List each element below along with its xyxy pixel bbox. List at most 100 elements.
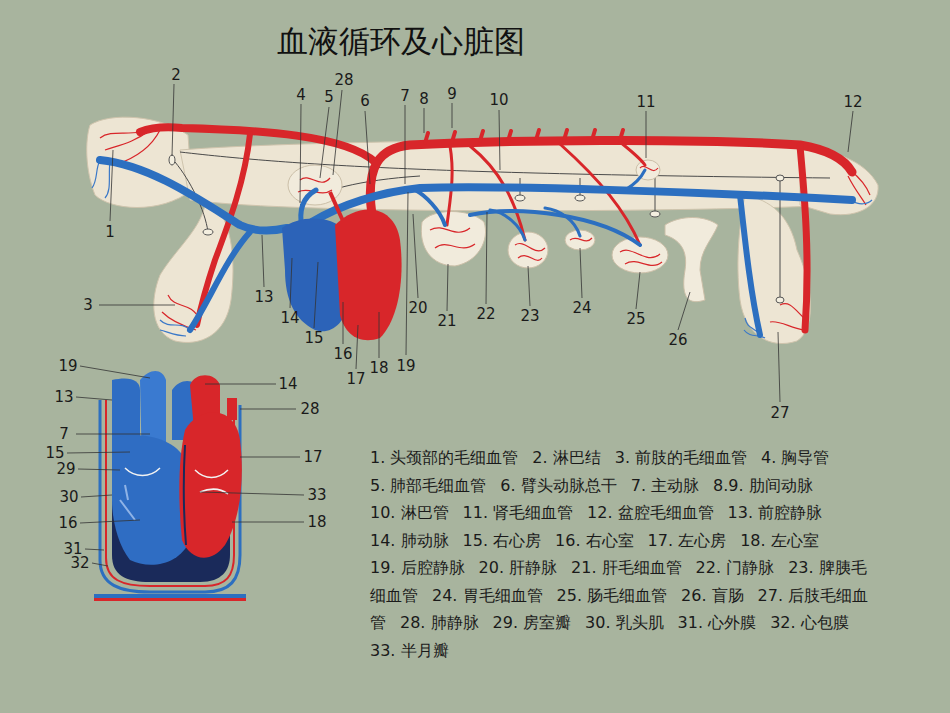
callout-number: 15 (304, 331, 323, 346)
leader-line (67, 366, 150, 566)
base-plate (94, 598, 246, 601)
callout-number: 28 (334, 73, 353, 88)
key-entry: 30. 乳头肌 (585, 613, 664, 632)
portal-vein (470, 211, 640, 245)
callout-number: 16 (333, 347, 352, 362)
callout-number: 12 (843, 95, 862, 110)
callout-number: 9 (447, 87, 457, 102)
leader-line (200, 384, 304, 522)
key-entry: 8.9. 肋间动脉 (713, 476, 813, 495)
key-entry: 31. 心外膜 (678, 613, 757, 632)
capillary (640, 166, 658, 170)
capillary (770, 304, 806, 330)
capillary (620, 250, 662, 265)
callout-number: 28 (300, 402, 319, 417)
callout-number: 10 (489, 93, 508, 108)
key-text: 1. 头颈部的毛细血管2. 淋巴结3. 前肢的毛细血管4. 胸导管5. 肺部毛细… (370, 444, 882, 664)
lymph-node (203, 229, 213, 235)
brachiocephalic-trunk (140, 127, 375, 162)
lymph-node (650, 211, 660, 217)
leader-lines (99, 84, 853, 402)
liver (421, 212, 485, 267)
callout-number: 31 (63, 542, 82, 557)
key-entry: 5. 肺部毛细血管 (370, 476, 486, 495)
lymph-vessel (180, 152, 830, 178)
leader-lines (67, 366, 304, 566)
callout-number: 24 (572, 301, 591, 316)
callout-number: 19 (396, 359, 415, 374)
key-entry: 15. 右心房 (463, 531, 542, 550)
septum (184, 445, 186, 545)
callout-number: 6 (360, 94, 370, 109)
key-entry: 26. 盲肠 (681, 586, 744, 605)
key-entry: 12. 盆腔毛细血管 (587, 503, 714, 522)
callout-number: 14 (280, 311, 299, 326)
key-entry: 18. 左心室 (740, 531, 819, 550)
caecum (665, 218, 718, 302)
callout-number: 21 (437, 314, 456, 329)
key-entry: 22. 门静脉 (696, 558, 775, 577)
key-entry: 2. 淋巴结 (532, 448, 600, 467)
key-entry: 4. 胸导管 (761, 448, 829, 467)
key-entry: 28. 肺静脉 (400, 613, 479, 632)
valves (125, 468, 228, 494)
callout-number: 3 (83, 298, 93, 313)
mesenteric-artery (560, 144, 640, 245)
key-entry: 33. 半月瓣 (370, 641, 449, 660)
key-entry: 25. 肠毛细血管 (557, 586, 668, 605)
callout-number: 30 (59, 490, 78, 505)
pulmonary-veins (227, 398, 237, 420)
renal-vein (625, 170, 645, 190)
callout-number: 23 (520, 309, 539, 324)
lymph-node (776, 297, 784, 303)
hepatic-vein (415, 190, 445, 225)
callout-number: 16 (58, 516, 77, 531)
portal-tributary (490, 208, 580, 240)
lymph-node (776, 175, 784, 181)
lymph-node (575, 195, 585, 201)
callout-number: 7 (400, 89, 410, 104)
capillary (160, 320, 190, 336)
heart (282, 209, 402, 340)
callout-number: 17 (346, 372, 365, 387)
callout-number: 18 (369, 361, 388, 376)
key-entry: 6. 臂头动脉总干 (500, 476, 616, 495)
key-entry: 19. 后腔静脉 (370, 558, 465, 577)
key-entry: 24. 胃毛细血管 (432, 586, 543, 605)
callout-number: 15 (45, 446, 64, 461)
aorta (370, 140, 852, 215)
key-entry: 16. 右心室 (555, 531, 634, 550)
callout-number: 17 (303, 450, 322, 465)
callout-number: 27 (770, 406, 789, 421)
hindlimb-vein (740, 195, 760, 335)
lymph-node (169, 155, 175, 165)
anterior-vena-cava (100, 160, 287, 231)
callout-number: 7 (59, 427, 69, 442)
key-entry: 32. 心包膜 (770, 613, 849, 632)
left-chambers (179, 412, 242, 557)
key-entry: 17. 左心房 (648, 531, 727, 550)
left-heart (335, 209, 402, 340)
callout-number: 33 (307, 488, 326, 503)
callout-number: 13 (254, 290, 273, 305)
forelimb-vein (190, 232, 250, 330)
veins (100, 160, 852, 335)
callout-number: 11 (636, 95, 655, 110)
capillary (92, 160, 110, 198)
key-entry: 10. 淋巴管 (370, 503, 449, 522)
title: 血液循环及心脏图 (277, 21, 525, 63)
key-entry: 1. 头颈部的毛细血管 (370, 448, 518, 467)
callout-number: 8 (419, 92, 429, 107)
leader-line (99, 150, 780, 402)
key-entry: 13. 前腔静脉 (728, 503, 823, 522)
key-entry: 11. 肾毛细血管 (463, 503, 574, 522)
key-entry: 20. 肝静脉 (479, 558, 558, 577)
heart-detail (94, 371, 246, 601)
callout-number: 26 (668, 333, 687, 348)
callout-number: 14 (278, 377, 297, 392)
key-entry: 29. 房室瓣 (493, 613, 572, 632)
key-entry: 21. 肝毛细血管 (571, 558, 682, 577)
intercostal-artery (425, 130, 623, 143)
